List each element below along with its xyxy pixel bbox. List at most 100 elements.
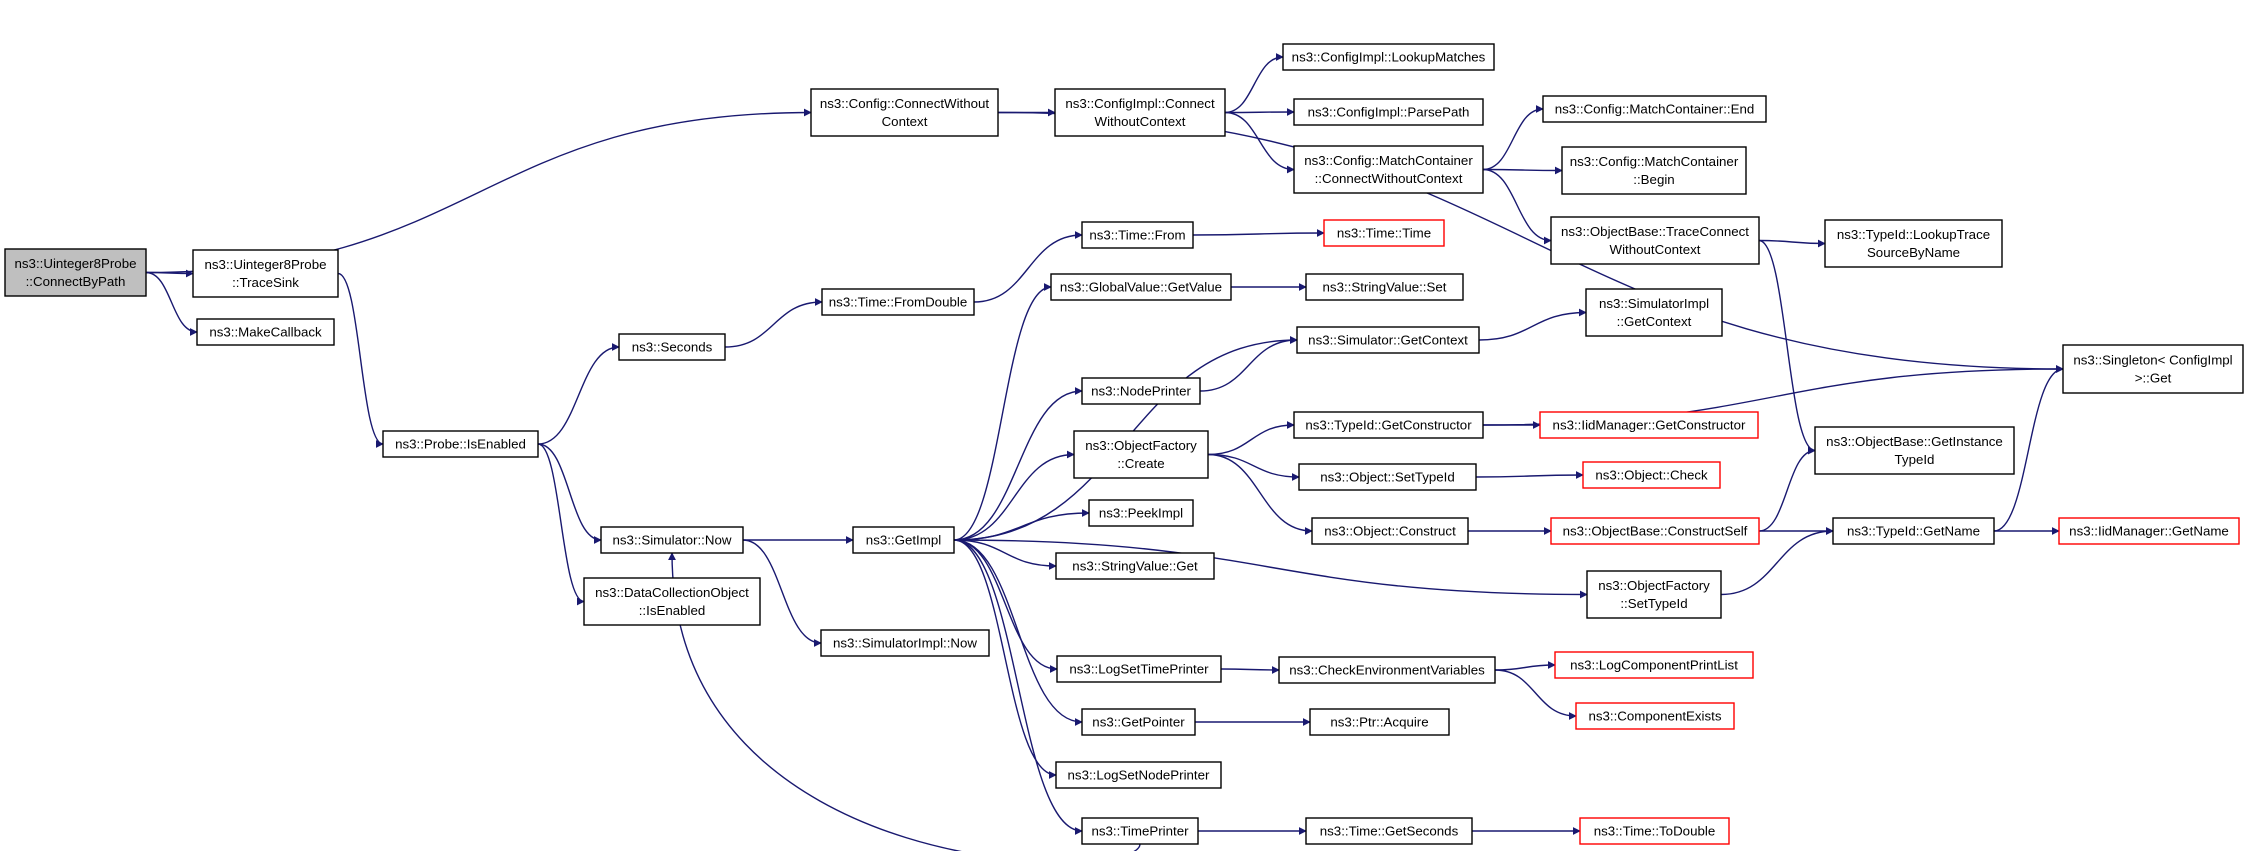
node-label: ns3::ComponentExists bbox=[1588, 709, 1721, 724]
edge-get-impl-to-log-set-node-printer bbox=[953, 539, 1057, 779]
node-label: ns3::Time::ToDouble bbox=[1594, 824, 1715, 839]
node-iid-get-name[interactable]: ns3::IidManager::GetName bbox=[2058, 517, 2240, 545]
node-label: WithoutContext bbox=[1095, 114, 1186, 129]
node-node-printer[interactable]: ns3::NodePrinter bbox=[1081, 377, 1201, 405]
node-root[interactable]: ns3::Uinteger8Probe::ConnectByPath bbox=[4, 248, 147, 297]
node-sv-set[interactable]: ns3::StringValue::Set bbox=[1305, 273, 1464, 301]
node-box bbox=[1586, 570, 1722, 619]
node-log-comp-print-list[interactable]: ns3::LogComponentPrintList bbox=[1554, 651, 1754, 679]
node-ptr-acquire[interactable]: ns3::Ptr::Acquire bbox=[1309, 708, 1450, 736]
node-ob-construct-self[interactable]: ns3::ObjectBase::ConstructSelf bbox=[1550, 517, 1760, 545]
node-make-callback[interactable]: ns3::MakeCallback bbox=[196, 318, 335, 346]
edge-path bbox=[1758, 446, 1816, 532]
node-box bbox=[1824, 219, 2003, 268]
node-label: ns3::Object::SetTypeId bbox=[1320, 470, 1455, 485]
node-get-impl[interactable]: ns3::GetImpl bbox=[852, 526, 955, 554]
node-sim-now[interactable]: ns3::Simulator::Now bbox=[600, 526, 744, 554]
node-sv-get[interactable]: ns3::StringValue::Get bbox=[1055, 552, 1215, 580]
node-label: ns3::LogComponentPrintList bbox=[1570, 658, 1738, 673]
node-box bbox=[1309, 708, 1450, 736]
node-time-from[interactable]: ns3::Time::From bbox=[1081, 221, 1194, 249]
node-obj-set-type-id[interactable]: ns3::Object::SetTypeId bbox=[1298, 463, 1477, 491]
node-from-double[interactable]: ns3::Time::FromDouble bbox=[821, 288, 975, 316]
node-of-set-type-id[interactable]: ns3::ObjectFactory::SetTypeId bbox=[1586, 570, 1722, 619]
node-label: ns3::DataCollectionObject bbox=[595, 585, 749, 600]
node-cfg-impl-connect[interactable]: ns3::ConfigImpl::ConnectWithoutContext bbox=[1054, 88, 1226, 137]
node-get-pointer[interactable]: ns3::GetPointer bbox=[1081, 708, 1196, 736]
node-box bbox=[1056, 655, 1222, 683]
node-probe-is-enabled[interactable]: ns3::Probe::IsEnabled bbox=[382, 430, 539, 458]
edge-path bbox=[145, 108, 812, 274]
node-tid-get-name[interactable]: ns3::TypeId::GetName bbox=[1832, 517, 1995, 545]
node-box bbox=[1055, 552, 1215, 580]
node-sim-get-context[interactable]: ns3::Simulator::GetContext bbox=[1296, 326, 1480, 354]
edge-path bbox=[145, 271, 198, 336]
edge-path bbox=[1482, 166, 1563, 175]
node-time-time[interactable]: ns3::Time::Time bbox=[1323, 219, 1445, 247]
edge-path bbox=[1758, 239, 1816, 455]
edge-sim-now-to-sim-impl-now bbox=[742, 539, 822, 647]
edge-get-impl-to-of-create bbox=[953, 450, 1075, 541]
node-iid-get-constructor[interactable]: ns3::IidManager::GetConstructor bbox=[1539, 411, 1759, 439]
node-time-to-double[interactable]: ns3::Time::ToDouble bbox=[1579, 817, 1730, 845]
node-mc-begin[interactable]: ns3::Config::MatchContainer::Begin bbox=[1561, 146, 1747, 195]
edge-path bbox=[1207, 453, 1313, 535]
node-label: ::ConnectWithoutContext bbox=[1315, 171, 1463, 186]
node-mc-end[interactable]: ns3::Config::MatchContainer::End bbox=[1542, 95, 1767, 123]
node-label: ns3::ConfigImpl::LookupMatches bbox=[1292, 50, 1486, 65]
node-sim-impl-get-context[interactable]: ns3::SimulatorImpl::GetContext bbox=[1585, 288, 1723, 337]
node-check-env[interactable]: ns3::CheckEnvironmentVariables bbox=[1278, 656, 1496, 684]
edge-path bbox=[1482, 105, 1544, 171]
node-ob-trace-connect[interactable]: ns3::ObjectBase::TraceConnectWithoutCont… bbox=[1550, 216, 1760, 265]
node-box bbox=[1081, 817, 1199, 845]
node-log-set-time-printer[interactable]: ns3::LogSetTimePrinter bbox=[1056, 655, 1222, 683]
node-mc-connect[interactable]: ns3::Config::MatchContainer::ConnectWith… bbox=[1293, 145, 1484, 194]
node-label: ns3::StringValue::Get bbox=[1072, 559, 1198, 574]
edge-path bbox=[953, 539, 1057, 779]
node-tid-get-constructor[interactable]: ns3::TypeId::GetConstructor bbox=[1293, 411, 1484, 439]
node-label: ns3::PeekImpl bbox=[1099, 506, 1183, 521]
node-label: ::Create bbox=[1117, 456, 1164, 471]
edge-path bbox=[1192, 229, 1325, 238]
edge-get-impl-to-gv-get-value bbox=[953, 283, 1052, 541]
node-label: Context bbox=[882, 114, 928, 129]
node-parse-path[interactable]: ns3::ConfigImpl::ParsePath bbox=[1293, 98, 1484, 126]
node-box bbox=[196, 318, 335, 346]
node-label: ns3::LogSetNodePrinter bbox=[1068, 768, 1210, 783]
edge-path bbox=[973, 231, 1083, 303]
node-box bbox=[1585, 288, 1723, 337]
node-gv-get-value[interactable]: ns3::GlobalValue::GetValue bbox=[1050, 273, 1232, 301]
edge-seconds-to-from-double bbox=[724, 298, 823, 348]
node-trace-sink[interactable]: ns3::Uinteger8Probe::TraceSink bbox=[192, 249, 339, 298]
edge-get-impl-to-sv-get bbox=[953, 539, 1057, 570]
node-obj-check[interactable]: ns3::Object::Check bbox=[1582, 461, 1721, 489]
node-obj-construct[interactable]: ns3::Object::Construct bbox=[1311, 517, 1469, 545]
node-cfg-connect[interactable]: ns3::Config::ConnectWithoutContext bbox=[810, 88, 999, 137]
edge-sim-get-context-to-sim-impl-get-context bbox=[1478, 308, 1587, 341]
node-label: ns3::Config::MatchContainer::End bbox=[1555, 102, 1755, 117]
node-seconds[interactable]: ns3::Seconds bbox=[618, 333, 726, 361]
node-log-set-node-printer[interactable]: ns3::LogSetNodePrinter bbox=[1055, 761, 1222, 789]
node-label: ns3::Ptr::Acquire bbox=[1330, 715, 1428, 730]
node-label: ns3::Config::MatchContainer bbox=[1304, 153, 1473, 168]
node-box bbox=[192, 249, 339, 298]
node-time-get-seconds[interactable]: ns3::Time::GetSeconds bbox=[1305, 817, 1473, 845]
edge-get-impl-to-get-pointer bbox=[953, 539, 1083, 726]
node-sim-impl-now[interactable]: ns3::SimulatorImpl::Now bbox=[820, 629, 990, 657]
node-singleton[interactable]: ns3::Singleton< ConfigImpl>::Get bbox=[2062, 344, 2244, 394]
node-time-printer[interactable]: ns3::TimePrinter bbox=[1081, 817, 1199, 845]
node-label: ns3::Singleton< ConfigImpl bbox=[2073, 353, 2232, 368]
node-dco-is-enabled[interactable]: ns3::DataCollectionObject::IsEnabled bbox=[583, 577, 761, 626]
node-label: WithoutContext bbox=[1610, 242, 1701, 257]
edge-path bbox=[1207, 421, 1295, 456]
node-peek-impl[interactable]: ns3::PeekImpl bbox=[1088, 499, 1194, 527]
node-of-create[interactable]: ns3::ObjectFactory::Create bbox=[1073, 430, 1209, 479]
node-box bbox=[1293, 98, 1484, 126]
node-box bbox=[1550, 216, 1760, 265]
node-box bbox=[852, 526, 955, 554]
node-comp-exists[interactable]: ns3::ComponentExists bbox=[1575, 702, 1735, 730]
node-box bbox=[1073, 430, 1209, 479]
node-lookup-matches[interactable]: ns3::ConfigImpl::LookupMatches bbox=[1282, 43, 1495, 71]
